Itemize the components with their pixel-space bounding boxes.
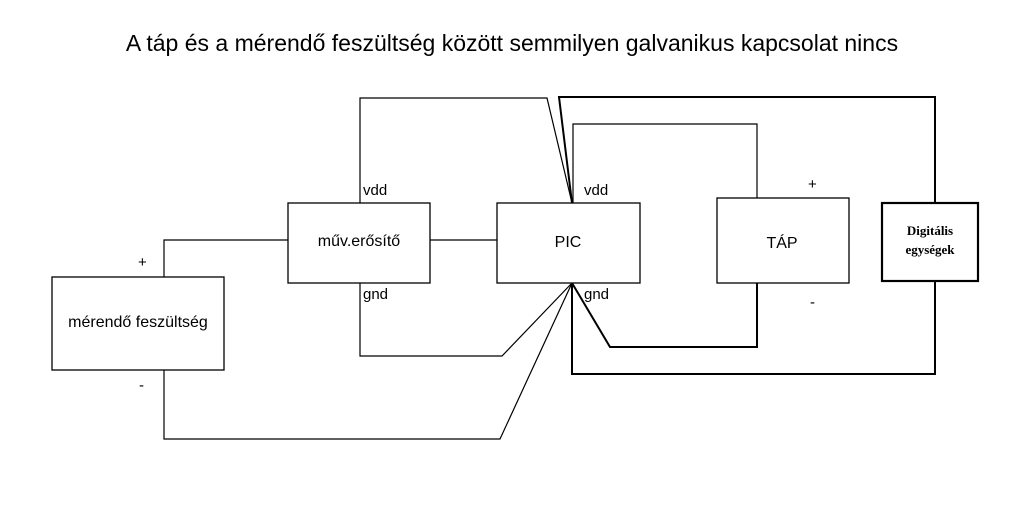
tap-minus-label: - bbox=[810, 294, 815, 311]
meas-plus-label: + bbox=[138, 254, 147, 271]
amp-gnd-label: gnd bbox=[363, 286, 388, 303]
pic-box bbox=[496, 202, 641, 284]
amplifier-label: műv.erősítő bbox=[318, 233, 401, 250]
meas-minus-label: - bbox=[139, 377, 144, 394]
digital-units-label-line2: egységek bbox=[905, 242, 955, 257]
wire-pic-vdd-to-tap-plus bbox=[572, 123, 758, 203]
measured-voltage-box bbox=[51, 276, 225, 371]
measured-voltage-label: mérendő feszültség bbox=[68, 314, 208, 331]
power-supply-box bbox=[716, 197, 850, 284]
wire-meas-plus-to-amp bbox=[163, 239, 288, 277]
wire-amp-gnd-to-pic-gnd bbox=[359, 282, 573, 357]
digital-units-label-line1: Digitális bbox=[907, 223, 953, 238]
wire-pic-vdd-to-digital bbox=[557, 96, 936, 204]
wire-pic-gnd-to-digital bbox=[571, 281, 936, 375]
digital-units-box bbox=[880, 201, 980, 283]
wires bbox=[163, 96, 936, 440]
diagram-title: A táp és a mérendő feszültség között sem… bbox=[125, 30, 899, 56]
tap-plus-label: + bbox=[808, 176, 817, 193]
pic-gnd-label: gnd bbox=[584, 286, 609, 303]
wire-amp-vdd-to-pic-vdd bbox=[359, 97, 573, 204]
power-supply-label: TÁP bbox=[766, 233, 797, 252]
amp-vdd-label: vdd bbox=[363, 182, 387, 199]
pic-label: PIC bbox=[555, 234, 582, 251]
amplifier-box bbox=[287, 202, 431, 284]
wire-pic-gnd-to-tap-minus bbox=[571, 282, 758, 348]
pic-vdd-label: vdd bbox=[584, 182, 608, 199]
wire-meas-minus-to-pic-gnd bbox=[163, 282, 573, 440]
